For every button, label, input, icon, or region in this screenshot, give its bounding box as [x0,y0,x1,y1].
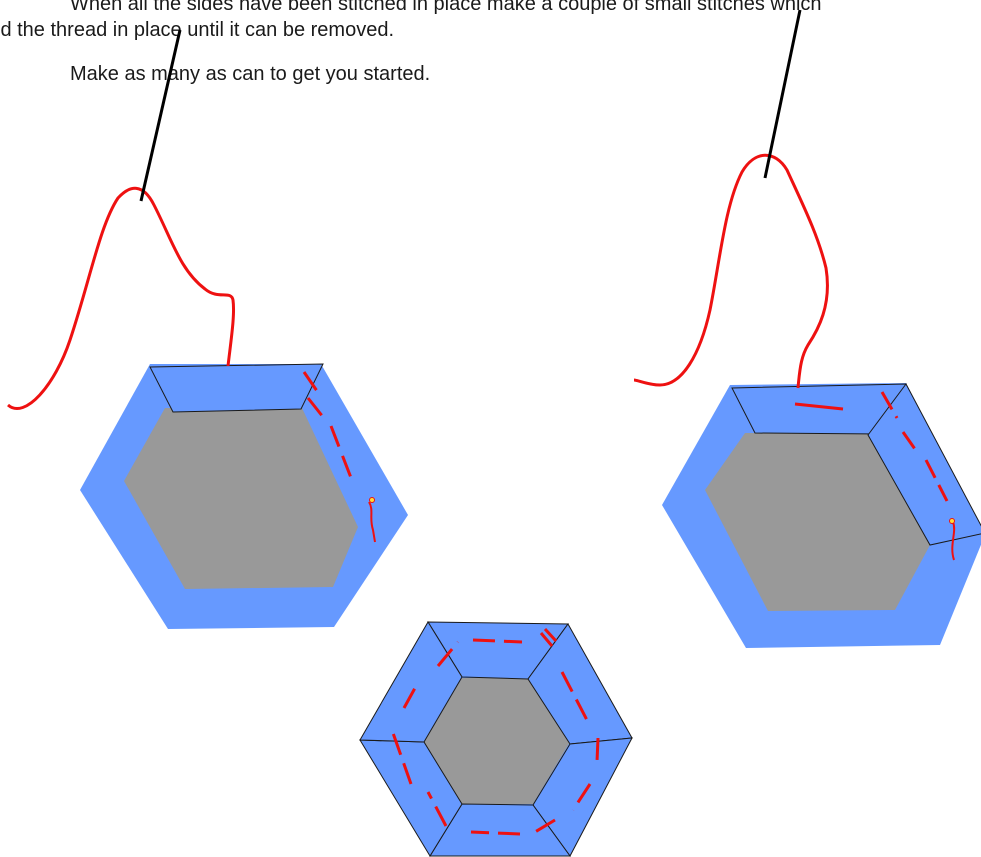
tacking-thread-stitches [391,627,600,836]
tacking-thread-stitches [880,391,949,502]
tacking-thread-stitches [302,371,355,484]
tacking-stitch [794,402,844,411]
folded-fabric-flap [149,363,324,413]
thread-to-needle [633,153,829,389]
folded-fabric-flaps [359,621,633,857]
paper-template-hexagon [705,433,930,611]
paper-template-hexagon [424,678,570,804]
fold-top-left [359,621,463,743]
instruction-text-line-2: ld the thread in place until it can be r… [0,19,395,41]
needle [139,29,182,202]
hexagon-figure-bottom [359,621,633,857]
tacking-thread-tail [368,501,376,543]
instruction-text-line-3: Make as many as can to get you started. [70,63,431,85]
hexagon-figure-right [633,9,981,648]
thread-to-needle [7,186,236,410]
hexagon-figure-left [7,29,408,629]
paper-template-hexagon [124,408,358,589]
tacking-thread-tail [951,521,956,561]
needle [763,9,802,179]
thread-knot [949,518,955,524]
thread-knot [369,497,375,503]
folded-fabric-flap-right [867,383,981,546]
instruction-text-line-1: When all the sides have been stitched in… [70,0,822,15]
